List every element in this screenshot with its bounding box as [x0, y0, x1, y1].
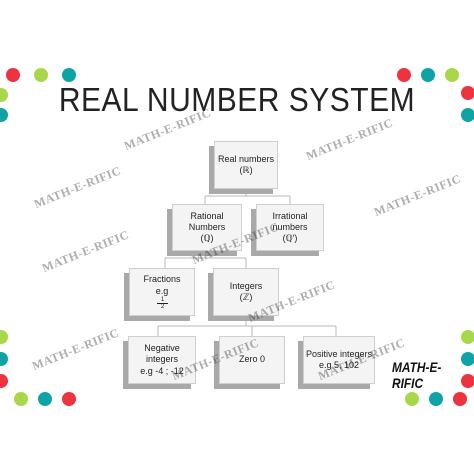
negative-integers-node: Negative integers e.g -4 ; -12	[128, 336, 196, 384]
node-symbol: (ℝ)	[239, 165, 253, 175]
fraction-denominator: 2	[160, 303, 165, 310]
dot-decoration	[34, 68, 48, 82]
fractions-node: Fractions e.g 1 2	[129, 268, 195, 316]
dot-decoration	[62, 392, 76, 406]
dot-decoration	[405, 392, 419, 406]
dot-decoration	[421, 68, 435, 82]
node-label: Rational Numbers	[188, 210, 226, 232]
dot-decoration	[0, 108, 8, 122]
node-example: e.g -4 ; -12	[140, 365, 184, 376]
node-example: e.g 1 2	[156, 286, 169, 310]
rational-numbers-node: Rational Numbers (ℚ)	[172, 204, 242, 251]
node-label: Positive integers	[305, 348, 373, 359]
node-label: Negative integers	[144, 343, 180, 365]
dot-decoration	[461, 108, 474, 122]
dot-decoration	[453, 392, 467, 406]
fraction-numerator: 1	[156, 297, 169, 304]
dot-decoration	[0, 374, 8, 388]
dot-decoration	[6, 68, 20, 82]
node-symbol: (ℚ)	[200, 233, 214, 244]
node-label: Fractions	[143, 274, 181, 285]
node-label: Integers	[229, 280, 263, 291]
node-label: Irrational numbers	[272, 210, 308, 232]
node-symbol: (ℚ′)	[282, 233, 298, 244]
node-symbol: (ℤ)	[239, 292, 253, 302]
dot-decoration	[445, 68, 459, 82]
dot-decoration	[14, 392, 28, 406]
dot-decoration	[461, 352, 474, 366]
dot-decoration	[461, 374, 474, 388]
real-numbers-node: Real numbers (ℝ)	[214, 141, 278, 189]
page-title: REAL NUMBER SYSTEM	[58, 81, 416, 119]
dot-decoration	[461, 330, 474, 344]
brand-logo: MATH-E-RIFIC	[392, 359, 442, 391]
irrational-numbers-node: Irrational numbers (ℚ′)	[256, 204, 324, 251]
dot-decoration	[0, 330, 8, 344]
dot-decoration	[62, 68, 76, 82]
fraction-one-half: 1 2	[156, 297, 169, 310]
node-label: Zero 0	[238, 354, 265, 365]
dot-decoration	[38, 392, 52, 406]
positive-integers-node: Positive integers e.g 5, 102	[303, 336, 375, 384]
dot-decoration	[0, 352, 8, 366]
node-label: Real numbers	[217, 153, 275, 164]
dot-decoration	[429, 392, 443, 406]
dot-decoration	[461, 86, 474, 100]
dot-decoration	[0, 88, 8, 102]
zero-node: Zero 0	[219, 336, 285, 384]
node-example: e.g 5, 102	[318, 360, 360, 370]
integers-node: Integers (ℤ)	[213, 268, 279, 316]
example-prefix: e.g	[155, 285, 169, 296]
dot-decoration	[397, 68, 411, 82]
